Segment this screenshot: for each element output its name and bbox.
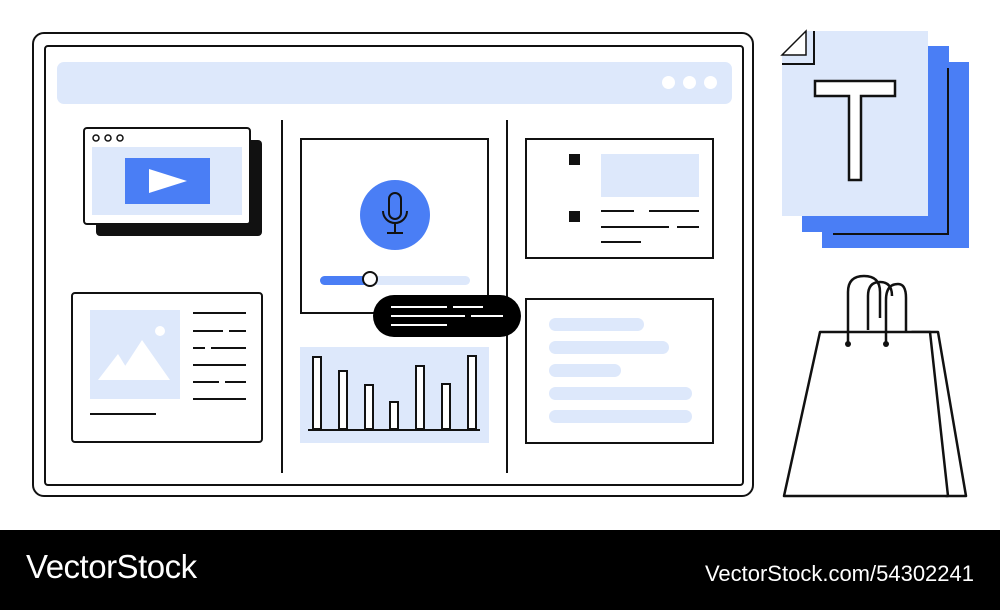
window-control-dot[interactable] [662,76,675,89]
record-button[interactable] [360,180,430,250]
text-line [193,312,246,314]
play-icon [149,169,187,193]
audio-progress-fill [320,276,370,285]
skeleton-line [549,387,692,400]
bubble-text-line [391,315,465,317]
browser-window-frame [32,32,754,497]
text-line [211,347,246,349]
checklist-card[interactable] [525,138,714,259]
text-line [601,241,641,243]
bubble-text-line [471,315,503,317]
bullet-square [569,211,580,222]
skeleton-line [549,341,669,354]
caption-line [90,413,156,415]
text-document-icon [780,29,969,248]
text-line [193,364,246,366]
bubble-text-line [453,306,483,308]
window-control-dot[interactable] [704,76,717,89]
bullet-square [569,154,580,165]
brand-logo: VectorStock [26,548,197,585]
bubble-text-line [391,306,447,308]
footer-bar [0,530,1000,610]
audio-recorder-card[interactable] [300,138,489,314]
text-line [677,226,699,228]
skeleton-line [549,410,692,423]
window-dots-icon [92,134,124,142]
address-bar[interactable] [57,62,732,104]
bubble-text-line [391,324,447,326]
shopping-bag-icon [782,274,968,498]
skeleton-line [549,318,644,331]
play-button[interactable] [125,158,210,204]
microphone-icon [382,192,408,234]
text-line [649,210,699,212]
bar-chart-icon [308,355,480,431]
text-line [225,381,246,383]
browser-window [44,45,744,486]
image-placeholder [90,310,180,399]
speech-bubble [373,295,521,337]
text-line [601,210,634,212]
text-line [193,347,205,349]
skeleton-line [549,364,621,377]
text-skeleton-card[interactable] [525,298,714,444]
text-line [193,330,223,332]
image-article-card[interactable] [71,292,263,443]
stock-id-text: VectorStock.com/54302241 [704,561,974,586]
text-line [193,398,246,400]
audio-progress-track[interactable] [320,276,470,285]
text-line [601,226,669,228]
column-divider [281,120,283,473]
content-block [601,154,699,197]
window-control-dot[interactable] [683,76,696,89]
bar-chart-panel [300,347,489,443]
text-line [229,330,246,332]
text-line [193,381,219,383]
video-player-card[interactable] [83,127,251,225]
audio-progress-handle[interactable] [361,271,378,287]
mountain-image-icon [98,326,170,380]
